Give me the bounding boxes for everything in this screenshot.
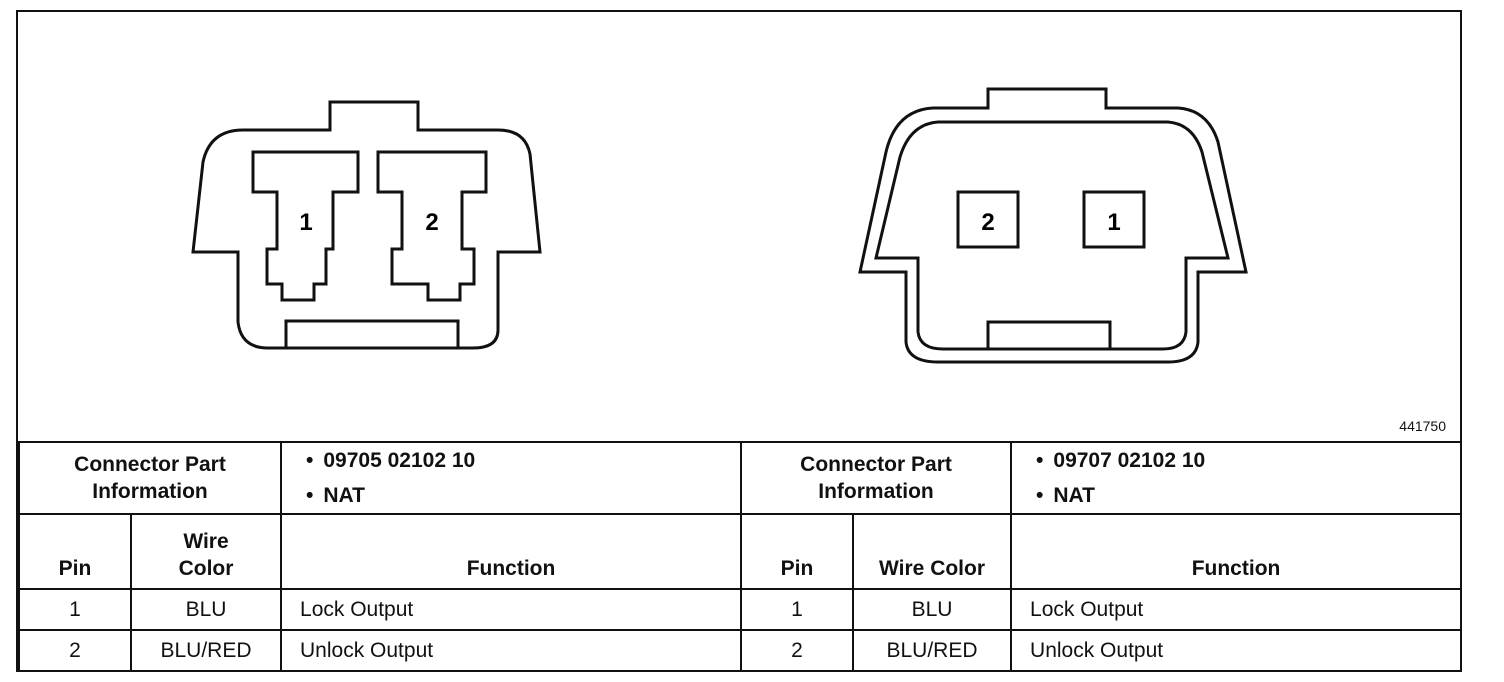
right-pin-header: Pin: [740, 513, 855, 590]
left-row1-wire-color: BLU: [129, 588, 283, 631]
table-row: 1 BLU Lock Output 1 BLU Lock Output: [18, 588, 1463, 631]
left-connector-pin-2-label: 2: [425, 209, 438, 236]
left-row1-function: Lock Output: [280, 588, 743, 631]
right-connector-pin-2-label: 2: [981, 209, 994, 236]
figure-id: 441750: [1399, 418, 1446, 434]
table-row: 2 BLU/RED Unlock Output 2 BLU/RED Unlock…: [18, 629, 1463, 672]
right-part-color: NAT: [1053, 478, 1460, 513]
right-row2-function: Unlock Output: [1010, 629, 1463, 672]
part-info-row: Connector Part Information 09705 02102 1…: [17, 441, 1463, 515]
left-connector-bottom-key: [284, 319, 460, 350]
left-part-number: 09705 02102 10: [323, 443, 740, 478]
left-row2-pin: 2: [18, 629, 132, 672]
left-pin-header: Pin: [18, 513, 132, 590]
right-row2-wire-color: BLU/RED: [852, 629, 1013, 672]
right-function-header: Function: [1010, 513, 1463, 590]
right-row1-function: Lock Output: [1010, 588, 1463, 631]
left-connector-cavity-2: [376, 150, 488, 302]
left-row2-wire-color: BLU/RED: [129, 629, 283, 672]
right-part-info-label: Connector Part Information: [740, 441, 1013, 515]
left-connector: [191, 100, 542, 350]
right-row2-pin: 2: [740, 629, 855, 672]
left-function-header: Function: [280, 513, 743, 590]
left-connector-body: [191, 100, 542, 350]
connector-diagram-frame: 1 2 2 1 441750 Connector Part Informatio…: [16, 10, 1463, 672]
right-row1-pin: 1: [740, 588, 855, 631]
right-connector: [858, 87, 1248, 364]
connector-info-table: Connector Part Information 09705 02102 1…: [17, 441, 1463, 672]
connector-illustrations: 1 2 2 1: [191, 87, 1248, 364]
left-part-info-label: Connector Part Information: [17, 441, 283, 515]
column-header-row: Pin Wire Color Function Pin Wire Color F…: [18, 513, 1463, 590]
left-row2-function: Unlock Output: [280, 629, 743, 672]
right-part-number: 09707 02102 10: [1053, 443, 1460, 478]
left-wire-color-header: Wire Color: [129, 513, 283, 590]
left-connector-pin-1-label: 1: [299, 209, 312, 236]
left-part-color: NAT: [323, 478, 740, 513]
right-part-info-values: 09707 02102 10 NAT: [1010, 441, 1463, 515]
right-connector-outer-body: [858, 87, 1248, 364]
right-connector-terminal-1: [1082, 190, 1146, 249]
right-row1-wire-color: BLU: [852, 588, 1013, 631]
left-row1-pin: 1: [18, 588, 132, 631]
left-part-info-values: 09705 02102 10 NAT: [280, 441, 743, 515]
right-wire-color-header: Wire Color: [852, 513, 1013, 590]
right-connector-inner-wall: [874, 120, 1230, 351]
right-connector-pin-1-label: 1: [1107, 209, 1120, 236]
right-connector-terminal-2: [956, 190, 1020, 249]
right-connector-bottom-key: [986, 320, 1112, 349]
left-connector-cavity-1: [251, 150, 360, 302]
